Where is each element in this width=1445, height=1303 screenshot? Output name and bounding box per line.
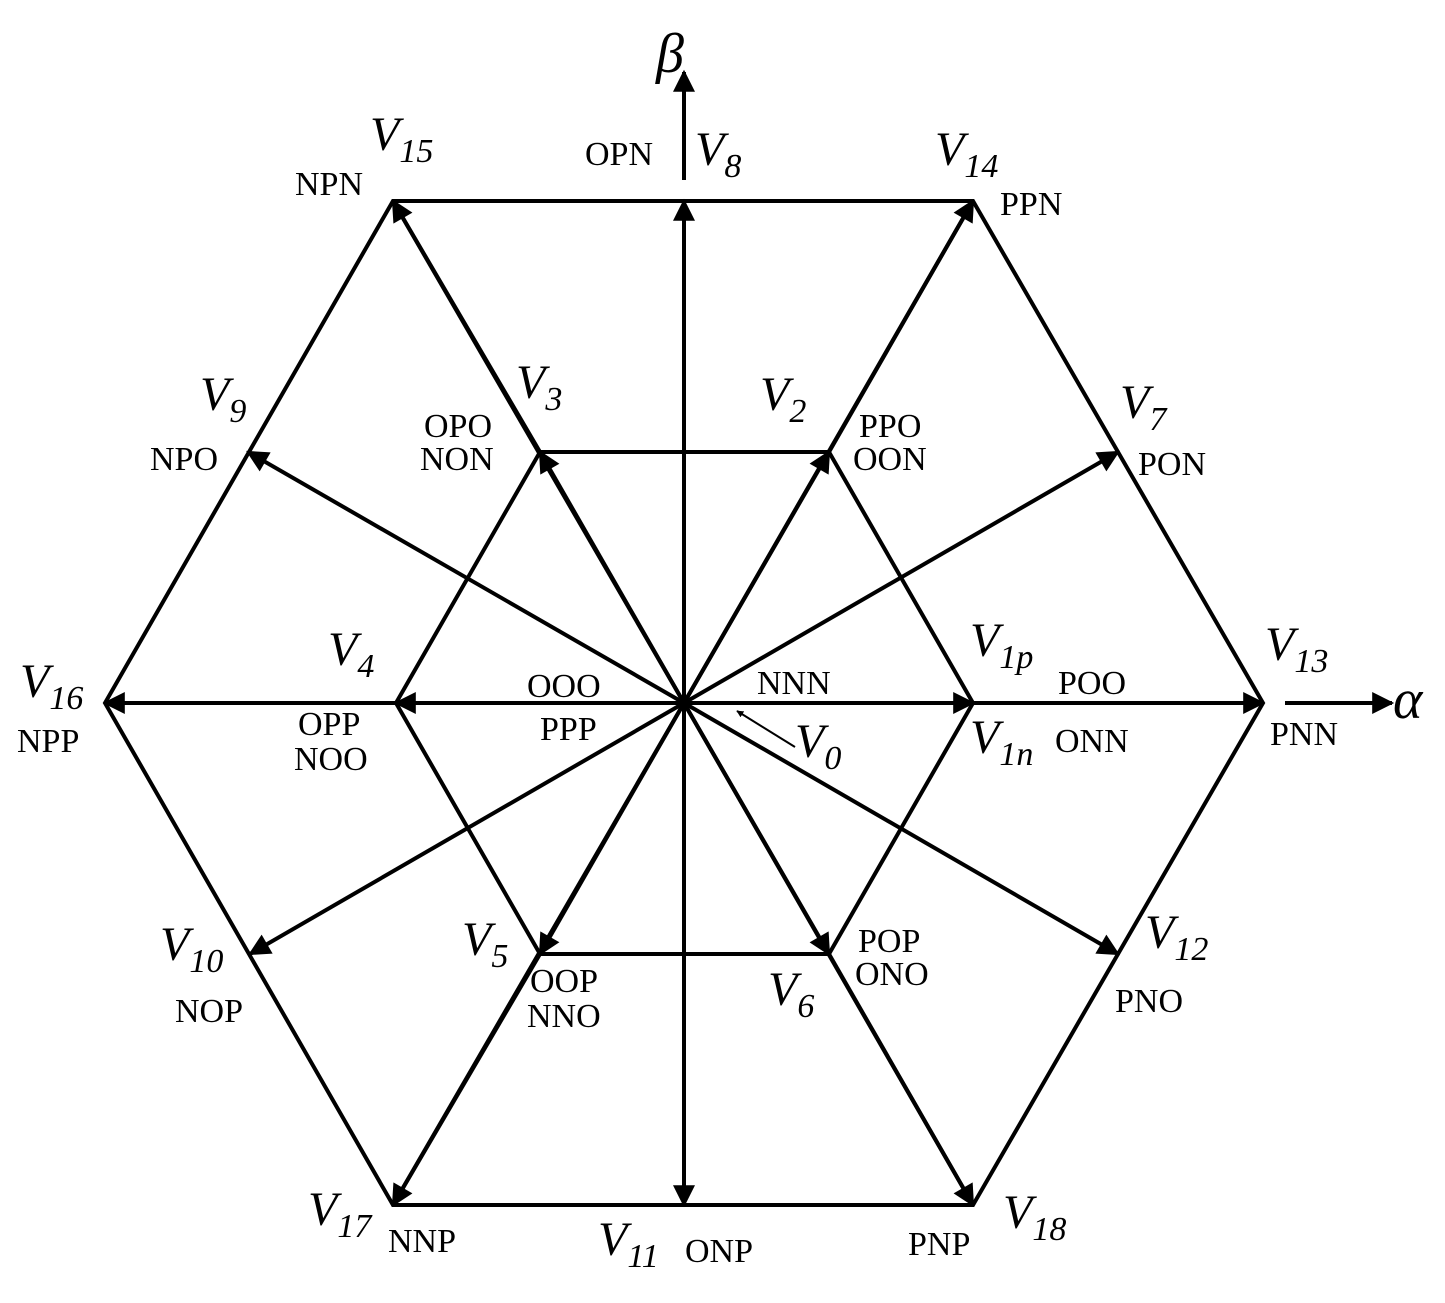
state-label-pnp: PNP	[908, 1226, 970, 1263]
alpha-axis-label: α	[1393, 669, 1424, 731]
state-label-npo: NPO	[150, 441, 218, 478]
state-label-npn: NPN	[295, 166, 363, 203]
state-label-opn: OPN	[585, 136, 653, 173]
vector-label-v13: V13	[1265, 618, 1328, 680]
state-label-pno: PNO	[1115, 983, 1183, 1020]
state-label-oon: OON	[853, 441, 927, 478]
vector-label-v9: V9	[200, 368, 246, 430]
origin-point	[678, 697, 690, 709]
vector-arrow-v9	[246, 450, 685, 705]
vector-label-v12: V12	[1145, 906, 1208, 968]
vector-arrow-v12	[682, 701, 1120, 956]
vector-label-v16: V16	[20, 655, 83, 717]
state-label-pop: POP	[858, 923, 920, 960]
state-label-ooo: OOO	[527, 668, 601, 705]
state-label-onn: ONN	[1055, 723, 1129, 760]
vector-label-v6: V6	[768, 963, 814, 1025]
vector-arrow-v18	[682, 702, 975, 1207]
state-label-nop: NOP	[175, 993, 243, 1030]
vector-label-v7: V7	[1120, 376, 1168, 438]
state-label-poo: POO	[1058, 665, 1126, 702]
vector-label-v2: V2	[760, 368, 806, 430]
vector-label-v0: V0	[795, 715, 841, 777]
vector-label-v15: V15	[370, 108, 433, 170]
state-label-noo: NOO	[294, 741, 368, 778]
state-label-onp: ONP	[685, 1233, 753, 1270]
vector-label-v14: V14	[935, 123, 998, 185]
state-label-oop: OOP	[530, 963, 598, 1000]
state-label-ppp: PPP	[540, 711, 597, 748]
state-label-nnn: NNN	[757, 665, 831, 702]
state-label-opp: OPP	[298, 706, 360, 743]
vector-arrow-v15	[391, 199, 686, 705]
vector-label-v11: V11	[598, 1213, 659, 1275]
vector-label-v1n: V1n	[970, 711, 1033, 773]
state-label-non: NON	[420, 441, 494, 478]
vector-arrow-v17	[391, 701, 686, 1207]
vector-arrow-v10	[248, 701, 686, 956]
vector-arrow-v14	[682, 199, 975, 704]
state-label-ppn: PPN	[1000, 186, 1062, 223]
state-label-pon: PON	[1138, 446, 1206, 483]
vector-label-v5: V5	[462, 913, 508, 975]
v0-leader-line	[736, 710, 796, 748]
vector-label-v17: V17	[308, 1183, 373, 1245]
state-label-ppo: PPO	[859, 408, 921, 445]
vector-label-v4: V4	[328, 623, 374, 685]
state-label-pnn: PNN	[1270, 716, 1338, 753]
vector-label-v1p: V1p	[970, 614, 1033, 676]
vector-label-v8: V8	[695, 123, 741, 185]
state-label-nnp: NNP	[388, 1223, 456, 1260]
vector-label-v10: V10	[160, 918, 223, 980]
beta-axis-label: β	[655, 23, 684, 85]
vector-label-v3: V3	[516, 356, 562, 418]
state-label-opo: OPO	[424, 408, 492, 445]
vector-label-v18: V18	[1003, 1186, 1066, 1248]
state-label-ono: ONO	[855, 956, 929, 993]
state-label-npp: NPP	[17, 723, 79, 760]
state-label-nno: NNO	[527, 998, 601, 1035]
vector-arrow-v7	[682, 450, 1120, 705]
